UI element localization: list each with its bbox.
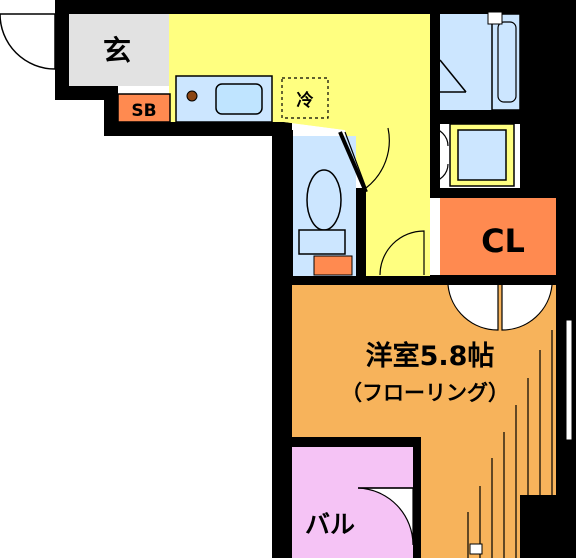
shoe-box-label: SB [131, 101, 156, 121]
wall-closet-bottom [430, 275, 576, 285]
balcony-floor [292, 447, 413, 558]
shower-mixer [487, 11, 503, 25]
stove-burner [186, 90, 198, 102]
wall-right-block [520, 0, 576, 195]
laundry-door-swing-a [429, 127, 449, 147]
entrance-door-swing [0, 13, 56, 70]
fridge-label: 冷 [297, 90, 314, 111]
bathtub-basin [497, 21, 517, 103]
entrance-label: 玄 [103, 34, 131, 67]
room-door-swing [379, 230, 425, 276]
wall-top [55, 0, 576, 14]
wall-room-bottom [283, 437, 433, 447]
laundry-door-swing-b [429, 163, 449, 183]
balcony-label: バル [305, 510, 355, 539]
fridge-space [281, 77, 329, 119]
closet [440, 198, 556, 275]
corridor-wedge [284, 122, 366, 188]
toilet-bowl [306, 169, 342, 231]
wall-bath-bottom [430, 110, 520, 124]
wall-kitchen-bottom [104, 122, 284, 136]
balcony-outlet [469, 543, 483, 555]
kitchen-sink [215, 83, 263, 115]
wall-balcony-right [413, 437, 421, 558]
wall-bottom-right [520, 495, 576, 558]
toilet-door-swing [344, 127, 390, 189]
flooring-label: （フローリング） [341, 381, 509, 405]
entrance-floor [69, 14, 169, 86]
wall-bath-left [430, 0, 440, 195]
wall-entrance-step [55, 86, 115, 100]
western-room-label: 洋室5.8帖 [366, 340, 495, 372]
closet-door-arc-right [501, 284, 553, 331]
wall-room-top [283, 275, 433, 285]
closet-label: CL [481, 222, 525, 260]
washbasin-bowl [457, 129, 507, 181]
western-room-floor [292, 285, 556, 558]
wall-toilet-right [356, 188, 366, 280]
toilet-cabinet [313, 255, 353, 276]
bathroom-door-leaf [439, 59, 467, 93]
room-window [565, 319, 573, 441]
wall-left-entrance [55, 0, 69, 100]
shoe-box [117, 93, 171, 123]
toilet-tank [298, 229, 346, 255]
wall-closet-top [430, 188, 576, 198]
balcony-door-swing [357, 487, 414, 546]
toilet-door-leaf [338, 131, 368, 193]
wall-toilet-left [283, 130, 293, 280]
closet-door-arc-left [447, 284, 499, 331]
